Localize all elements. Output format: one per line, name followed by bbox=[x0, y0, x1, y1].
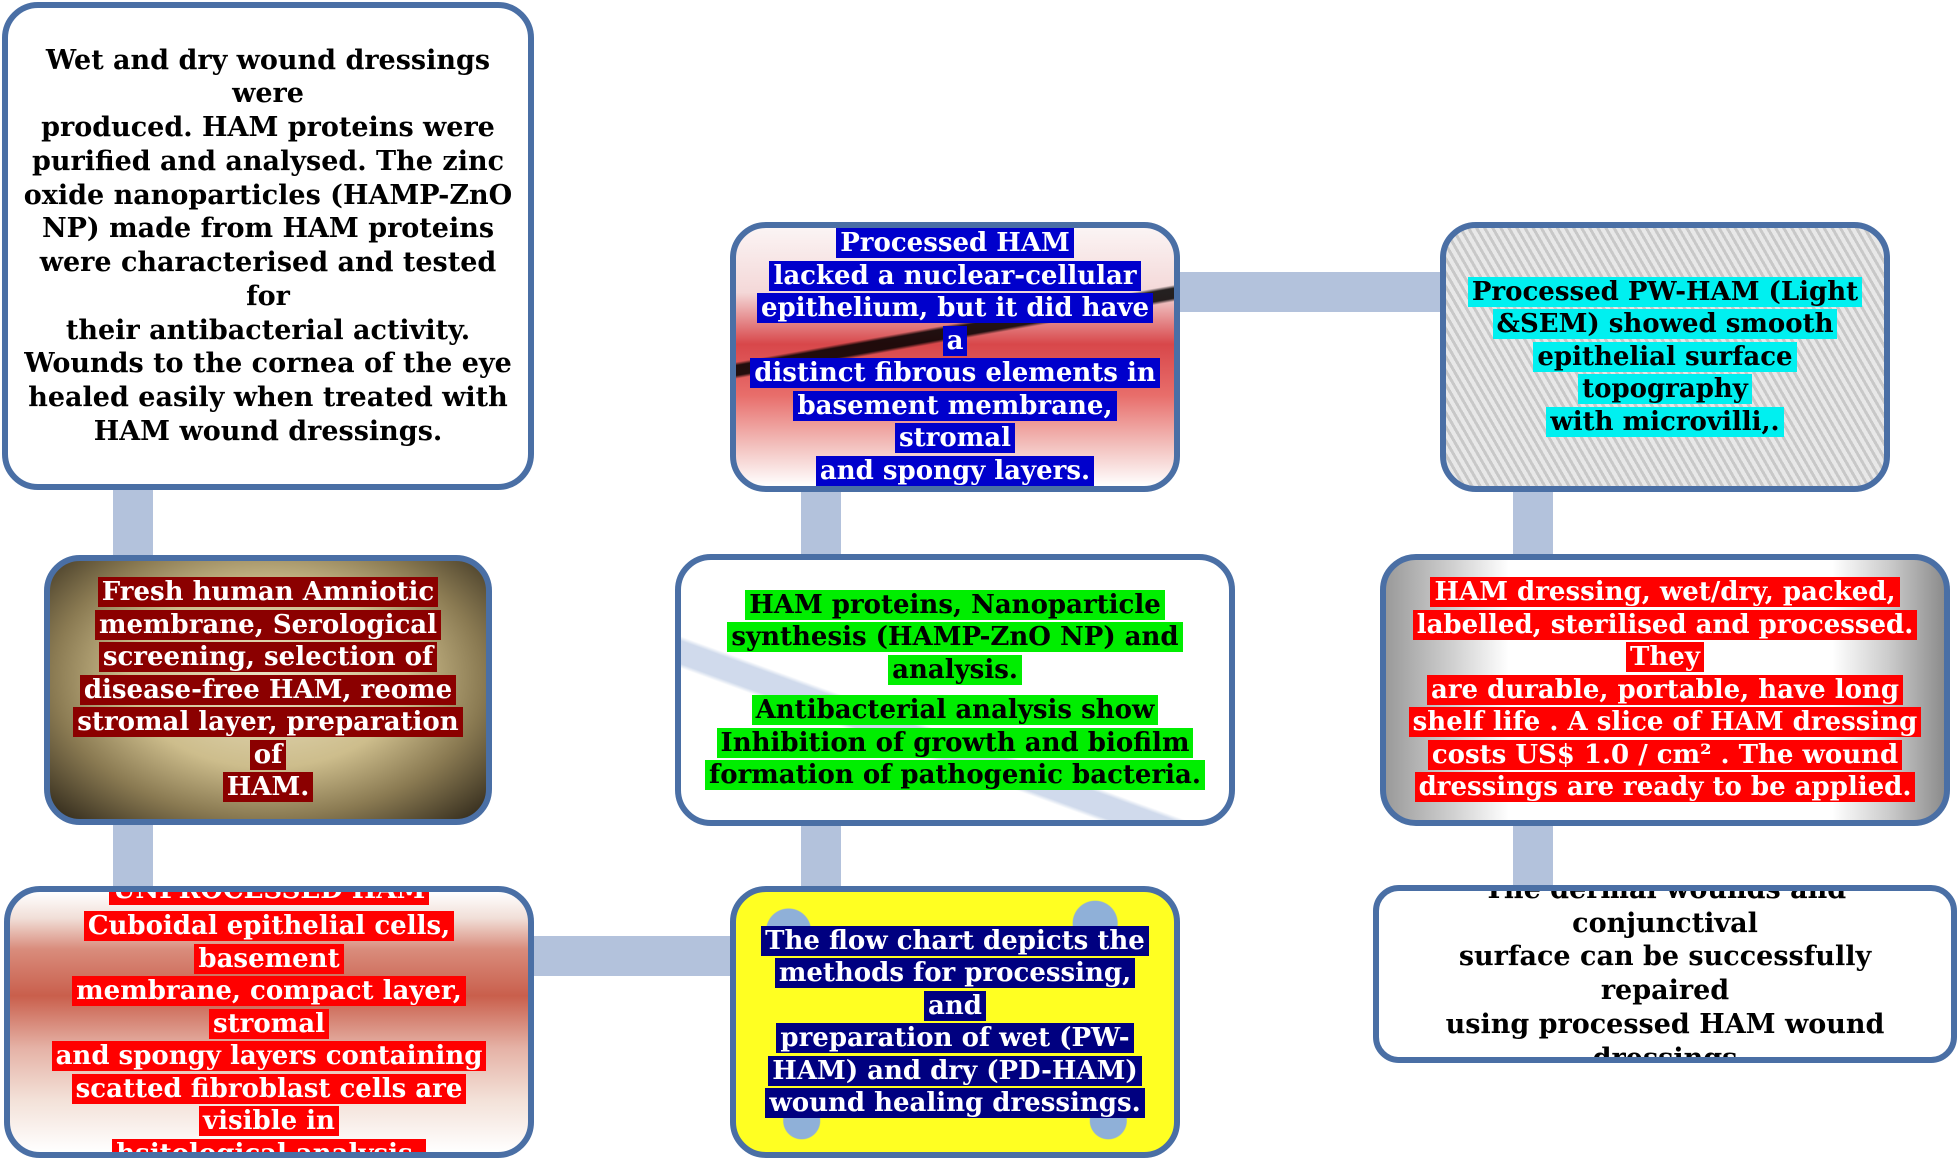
unprocessed-ham-title: UNPROCESSED HAM bbox=[108, 892, 430, 905]
summary-line: produced. HAM proteins were bbox=[41, 112, 495, 143]
unprocessed-ham-line: hsitological analysis. bbox=[112, 1138, 426, 1152]
ham-dressing-line: are durable, portable, have long bbox=[1427, 674, 1903, 705]
fresh-ham-box: Fresh human Amniotic membrane, Serologic… bbox=[44, 555, 492, 825]
connector-flowchart-proteins bbox=[801, 820, 841, 890]
fresh-ham-line: disease-free HAM, reome bbox=[79, 674, 457, 705]
antibacterial-line: Antibacterial analysis show bbox=[751, 695, 1159, 725]
summary-line: their antibacterial activity. bbox=[65, 314, 471, 346]
flowchart-line: preparation of wet (PW- bbox=[776, 1023, 1134, 1053]
ham-dressing-text: HAM dressing, wet/dry, packed, labelled,… bbox=[1386, 576, 1944, 804]
proteins-line: analysis. bbox=[888, 654, 1022, 685]
fresh-ham-line: screening, selection of bbox=[98, 642, 438, 673]
flowchart-line: The flow chart depicts the bbox=[761, 925, 1149, 956]
proteins-box: HAM proteins, Nanoparticle synthesis (HA… bbox=[675, 554, 1235, 826]
processed-ham-line: basement membrane, stromal bbox=[793, 390, 1117, 453]
processed-ham-line: distinct fibrous elements in bbox=[750, 358, 1160, 388]
connector-processed-pwham bbox=[1175, 272, 1447, 312]
ham-dressing-line: costs US$ 1.0 / cm² . The wound bbox=[1427, 739, 1903, 770]
ham-dressing-line: HAM dressing, wet/dry, packed, bbox=[1430, 577, 1900, 608]
flowchart-text: The flow chart depicts the methods for p… bbox=[736, 925, 1174, 1120]
ham-dressing-line: labelled, sterilised and processed. They bbox=[1412, 609, 1918, 673]
conclusion-box: The dermal wounds and conjunctival surfa… bbox=[1373, 885, 1957, 1063]
unprocessed-ham-line: Cuboidal epithelial cells, basement bbox=[83, 911, 455, 974]
connector-fresh-unprocessed bbox=[113, 818, 153, 888]
conclusion-line: The dermal wounds and conjunctival bbox=[1483, 885, 1847, 939]
pw-ham-line: &SEM) showed smooth bbox=[1492, 309, 1838, 340]
flowchart-line: methods for processing, and bbox=[774, 958, 1136, 1021]
pw-ham-line: Processed PW-HAM (Light bbox=[1467, 276, 1863, 307]
pw-ham-line: with microvilli,. bbox=[1546, 406, 1784, 437]
summary-line: HAM wound dressings. bbox=[93, 415, 443, 447]
connector-proteins-processed bbox=[801, 486, 841, 558]
ham-dressing-line: dressings are ready to be applied. bbox=[1414, 772, 1916, 803]
processed-ham-text: Processed HAM lacked a nuclear-cellular … bbox=[736, 228, 1174, 486]
processed-ham-line: and spongy layers. bbox=[815, 455, 1095, 486]
pw-ham-text: Processed PW-HAM (Light &SEM) showed smo… bbox=[1446, 276, 1884, 439]
processed-ham-line: Processed HAM bbox=[836, 228, 1074, 258]
pw-ham-line: epithelial surface topography bbox=[1533, 341, 1797, 405]
flowchart-line: HAM) and dry (PD-HAM) bbox=[768, 1055, 1142, 1086]
ham-dressing-line: shelf life . A slice of HAM dressing bbox=[1408, 707, 1922, 738]
flowchart-line: wound healing dressings. bbox=[765, 1088, 1145, 1118]
connector-summary-fresh bbox=[113, 480, 153, 560]
summary-line: oxide nanoparticles (HAMP-ZnO bbox=[23, 179, 513, 211]
unprocessed-ham-box: UNPROCESSED HAM Cuboidal epithelial cell… bbox=[4, 886, 534, 1158]
fresh-ham-line: stromal layer, preparation of bbox=[73, 707, 463, 770]
unprocessed-ham-line: and spongy layers containing bbox=[51, 1041, 487, 1072]
pw-ham-box: Processed PW-HAM (Light &SEM) showed smo… bbox=[1440, 222, 1890, 492]
summary-box: Wet and dry wound dressings were produce… bbox=[2, 2, 534, 490]
proteins-line: synthesis (HAMP-ZnO NP) and bbox=[727, 622, 1183, 652]
summary-line: Wet and dry wound dressings were bbox=[45, 44, 491, 110]
summary-line: healed easily when treated with bbox=[28, 382, 508, 413]
fresh-ham-line: membrane, Serological bbox=[94, 609, 442, 640]
summary-line: were characterised and tested for bbox=[39, 247, 497, 312]
fresh-ham-text: Fresh human Amniotic membrane, Serologic… bbox=[50, 576, 486, 804]
antibacterial-line: Inhibition of growth and biofilm bbox=[716, 727, 1194, 758]
summary-line: Wounds to the cornea of the eye bbox=[24, 348, 512, 380]
summary-line: purified and analysed. The zinc bbox=[31, 145, 505, 177]
flowchart-box: The flow chart depicts the methods for p… bbox=[730, 886, 1180, 1158]
processed-ham-line: epithelium, but it did have a bbox=[756, 293, 1154, 356]
ham-dressing-box: HAM dressing, wet/dry, packed, labelled,… bbox=[1380, 554, 1950, 826]
fresh-ham-line: Fresh human Amniotic bbox=[97, 577, 439, 608]
proteins-line: HAM proteins, Nanoparticle bbox=[745, 589, 1165, 620]
unprocessed-ham-line: scatted fibroblast cells are visible in bbox=[71, 1073, 467, 1137]
conclusion-line: surface can be successfully repaired bbox=[1458, 941, 1872, 1006]
unprocessed-ham-text: UNPROCESSED HAM Cuboidal epithelial cell… bbox=[10, 892, 528, 1152]
conclusion-line: using processed HAM wound dressings bbox=[1445, 1008, 1885, 1063]
summary-line: NP) made from HAM proteins bbox=[41, 213, 495, 245]
unprocessed-ham-line: membrane, compact layer, stromal bbox=[72, 976, 466, 1039]
processed-ham-line: lacked a nuclear-cellular bbox=[769, 260, 1141, 291]
connector-dressing-conclusion bbox=[1513, 818, 1553, 890]
summary-text: Wet and dry wound dressings were produce… bbox=[8, 44, 528, 449]
antibacterial-line: formation of pathogenic bacteria. bbox=[705, 760, 1205, 790]
conclusion-text: The dermal wounds and conjunctival surfa… bbox=[1379, 885, 1951, 1063]
connector-unprocessed-flowchart bbox=[528, 936, 738, 976]
processed-ham-box: Processed HAM lacked a nuclear-cellular … bbox=[730, 222, 1180, 492]
fresh-ham-line: HAM. bbox=[222, 772, 314, 803]
proteins-text: HAM proteins, Nanoparticle synthesis (HA… bbox=[681, 589, 1229, 792]
